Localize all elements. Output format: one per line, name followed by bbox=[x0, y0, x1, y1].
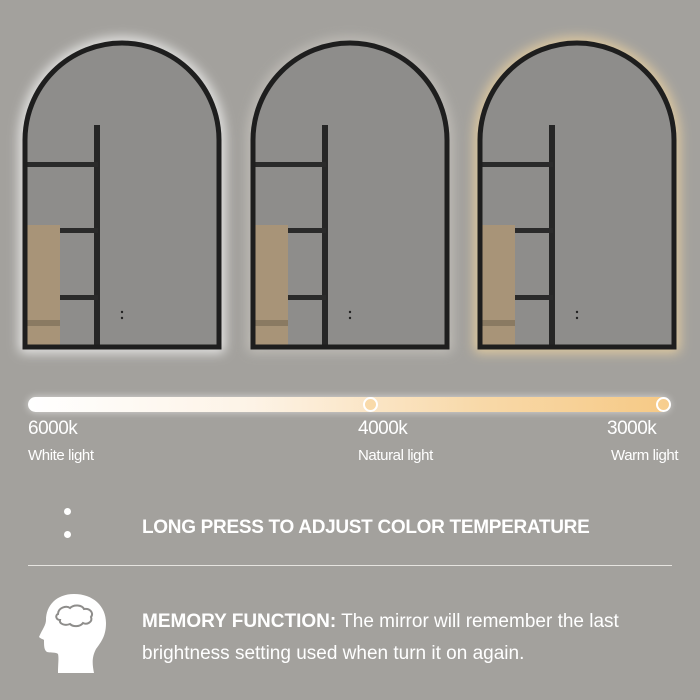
memory-title: MEMORY FUNCTION: bbox=[142, 611, 337, 632]
label-4000k: 4000k bbox=[358, 418, 408, 439]
touch-dot-icon bbox=[64, 508, 71, 515]
label-3000k: 3000k bbox=[607, 418, 657, 439]
knob-4000k bbox=[363, 397, 378, 412]
label-6000k: 6000k bbox=[28, 418, 78, 439]
memory-function-text: MEMORY FUNCTION: The mirror will remembe… bbox=[142, 606, 682, 670]
mirror-natural-light bbox=[248, 38, 452, 352]
color-temperature-bar bbox=[28, 397, 670, 412]
mirror-white-light bbox=[20, 38, 224, 352]
touch-dot-icon bbox=[64, 531, 71, 538]
knob-3000k bbox=[656, 397, 671, 412]
memory-description: The mirror will remember the last bright… bbox=[142, 611, 619, 664]
label-white-light: White light bbox=[28, 447, 94, 464]
head-brain-icon bbox=[39, 594, 106, 673]
mirror-warm-light bbox=[475, 38, 679, 352]
divider bbox=[28, 565, 672, 566]
instruction-heading: LONG PRESS TO ADJUST COLOR TEMPERATURE bbox=[142, 517, 590, 538]
label-warm-light: Warm light bbox=[611, 447, 679, 464]
label-natural-light: Natural light bbox=[358, 447, 433, 464]
